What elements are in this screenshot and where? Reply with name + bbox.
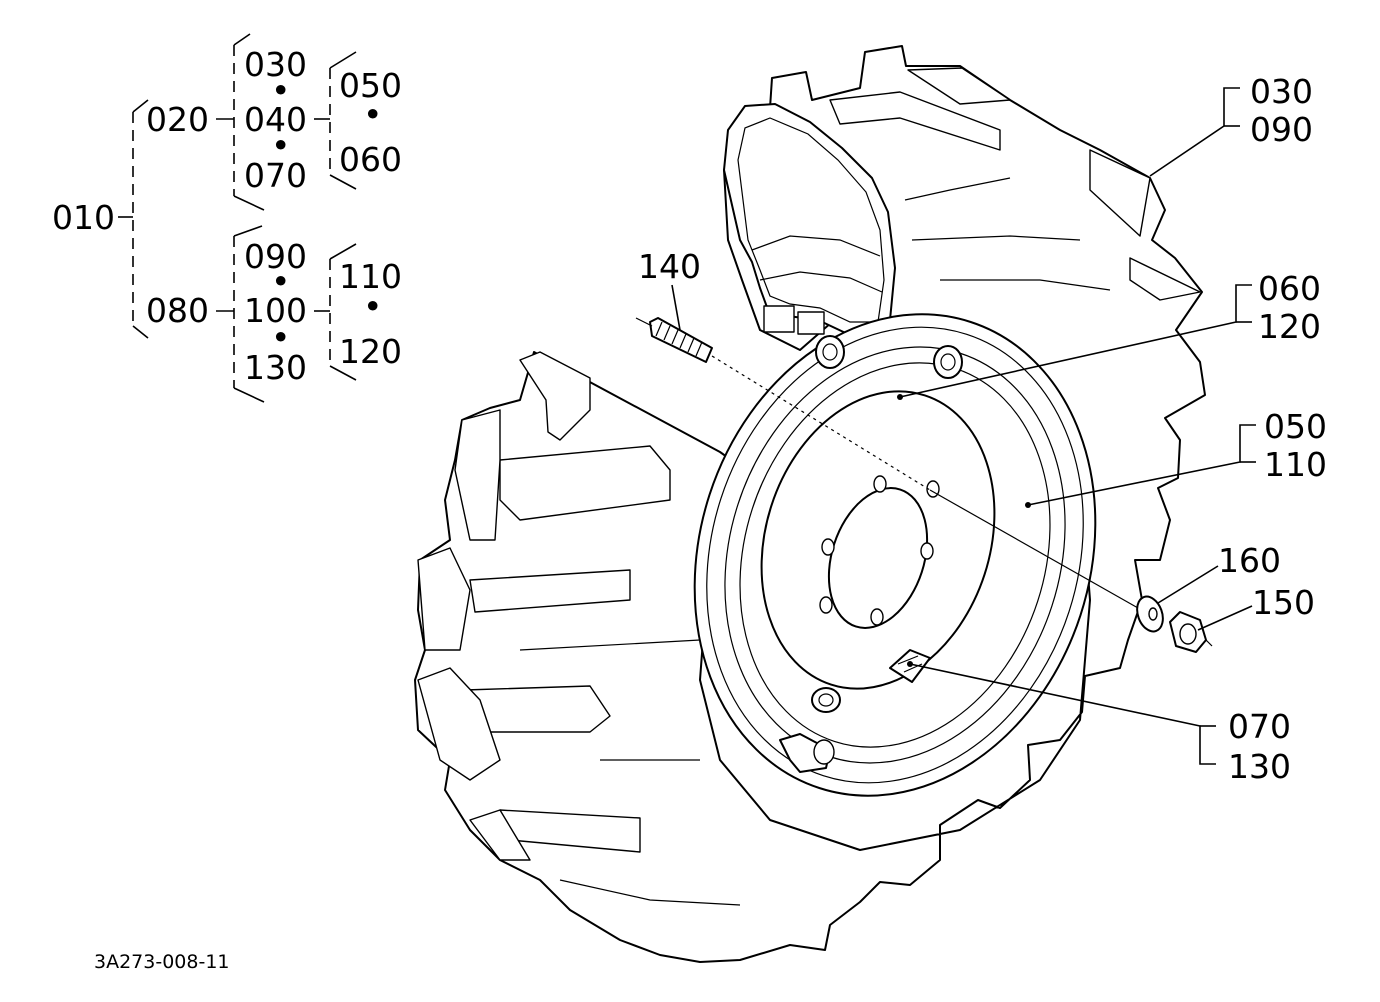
wheel-illustration xyxy=(414,45,1213,963)
callout-label: 120 xyxy=(1258,307,1321,346)
stud[interactable] xyxy=(635,317,713,363)
tree-root-label[interactable]: 010 xyxy=(52,198,115,237)
callout-rim[interactable]: 050 110 xyxy=(1025,407,1327,508)
tree-subitem-label[interactable]: 120 xyxy=(339,332,402,371)
tree-item-label[interactable]: 100 xyxy=(244,291,307,330)
callout-nut[interactable]: 150 xyxy=(1197,583,1315,631)
callout-valve[interactable]: 070 130 xyxy=(907,661,1291,786)
callout-label: 150 xyxy=(1252,583,1315,622)
callout-disc[interactable]: 060 120 xyxy=(897,269,1321,400)
callout-label: 160 xyxy=(1218,541,1281,580)
callout-stud[interactable]: 140 xyxy=(638,247,701,331)
tree-group-080: 080 090 • 100 • 130 110 • 120 xyxy=(146,225,402,403)
tree-separator: • xyxy=(271,318,290,357)
callout-tire[interactable]: 030 090 xyxy=(1149,72,1313,177)
callout-label: 140 xyxy=(638,247,701,286)
tree-item-label[interactable]: 040 xyxy=(244,100,307,139)
drawing-code: 3A273-008-11 xyxy=(94,951,230,973)
tree-separator: • xyxy=(363,95,382,134)
callout-label: 050 xyxy=(1264,407,1327,446)
tree-subitem-label[interactable]: 110 xyxy=(339,257,402,296)
tree-item-label[interactable]: 070 xyxy=(244,156,307,195)
tree-group-label[interactable]: 080 xyxy=(146,291,209,330)
callout-label: 130 xyxy=(1228,747,1291,786)
tree-subitem-label[interactable]: 050 xyxy=(339,66,402,105)
tree-item-label[interactable]: 130 xyxy=(244,348,307,387)
tree-separator: • xyxy=(271,71,290,110)
callouts: 030 090 060 120 050 110 070 130 xyxy=(638,72,1327,786)
callout-label: 110 xyxy=(1264,445,1327,484)
tree-group-020: 020 030 • 040 • 070 050 • 060 xyxy=(146,33,402,211)
tree-separator: • xyxy=(271,126,290,165)
tree-item-label[interactable]: 090 xyxy=(244,237,307,276)
tree-separator: • xyxy=(271,262,290,301)
callout-label: 060 xyxy=(1258,269,1321,308)
nut[interactable] xyxy=(1169,611,1213,653)
callout-label: 090 xyxy=(1250,110,1313,149)
tree-subitem-label[interactable]: 060 xyxy=(339,140,402,179)
washer[interactable] xyxy=(1133,593,1168,635)
wheel-disc[interactable] xyxy=(725,361,1032,719)
part-tree: 010 020 030 • 040 • 070 050 • 060 080 xyxy=(52,33,402,403)
callout-washer[interactable]: 160 xyxy=(1157,541,1281,604)
rim-bolts xyxy=(811,335,963,713)
tree-group-label[interactable]: 020 xyxy=(146,100,209,139)
tree-item-label[interactable]: 030 xyxy=(244,45,307,84)
callout-label: 070 xyxy=(1228,707,1291,746)
tire[interactable] xyxy=(414,45,1206,963)
callout-label: 030 xyxy=(1250,72,1313,111)
tree-separator: • xyxy=(363,287,382,326)
